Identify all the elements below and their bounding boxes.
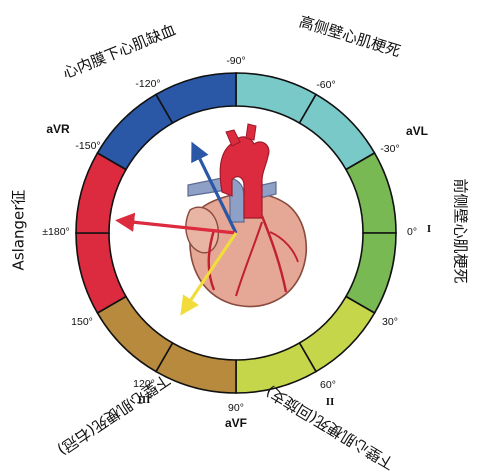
region-label-anterolateral: 前侧壁心肌梗死	[451, 178, 472, 283]
angle-label-minus-150: -150°	[75, 140, 100, 152]
ring-segment-30-60	[300, 297, 375, 372]
angle-label-150: 150°	[71, 316, 93, 328]
lead-label-ii: II	[326, 396, 335, 408]
angle-label-180: ±180°	[42, 226, 69, 238]
ring-segment-m150-m120	[97, 94, 172, 169]
hexaxial-diagram: -90° -60° -30° 0° 30° 60° 90° 120° 150° …	[0, 0, 485, 464]
angle-label-minus-90: -90°	[226, 55, 245, 67]
ring-segment-m60-m30	[300, 94, 375, 169]
angle-label-90: 90°	[228, 402, 244, 414]
lead-label-avl: aVL	[406, 124, 428, 138]
angle-label-60: 60°	[320, 379, 336, 391]
angle-label-minus-30: -30°	[380, 143, 399, 155]
lead-label-i: I	[427, 223, 431, 235]
ring-segment-120-150	[97, 297, 172, 372]
lead-label-avf: aVF	[225, 416, 247, 430]
lead-label-avr: aVR	[46, 122, 69, 136]
region-label-aslanger: Aslanger征	[8, 190, 29, 271]
angle-label-minus-120: -120°	[135, 78, 160, 90]
angle-label-minus-60: -60°	[316, 79, 335, 91]
angle-label-0: 0°	[407, 226, 417, 238]
ring-segment-m120-m90	[156, 73, 236, 123]
ring-segment-m30-0	[346, 153, 396, 233]
angle-label-30: 30°	[382, 316, 398, 328]
ring-segment-150-180	[76, 233, 126, 313]
